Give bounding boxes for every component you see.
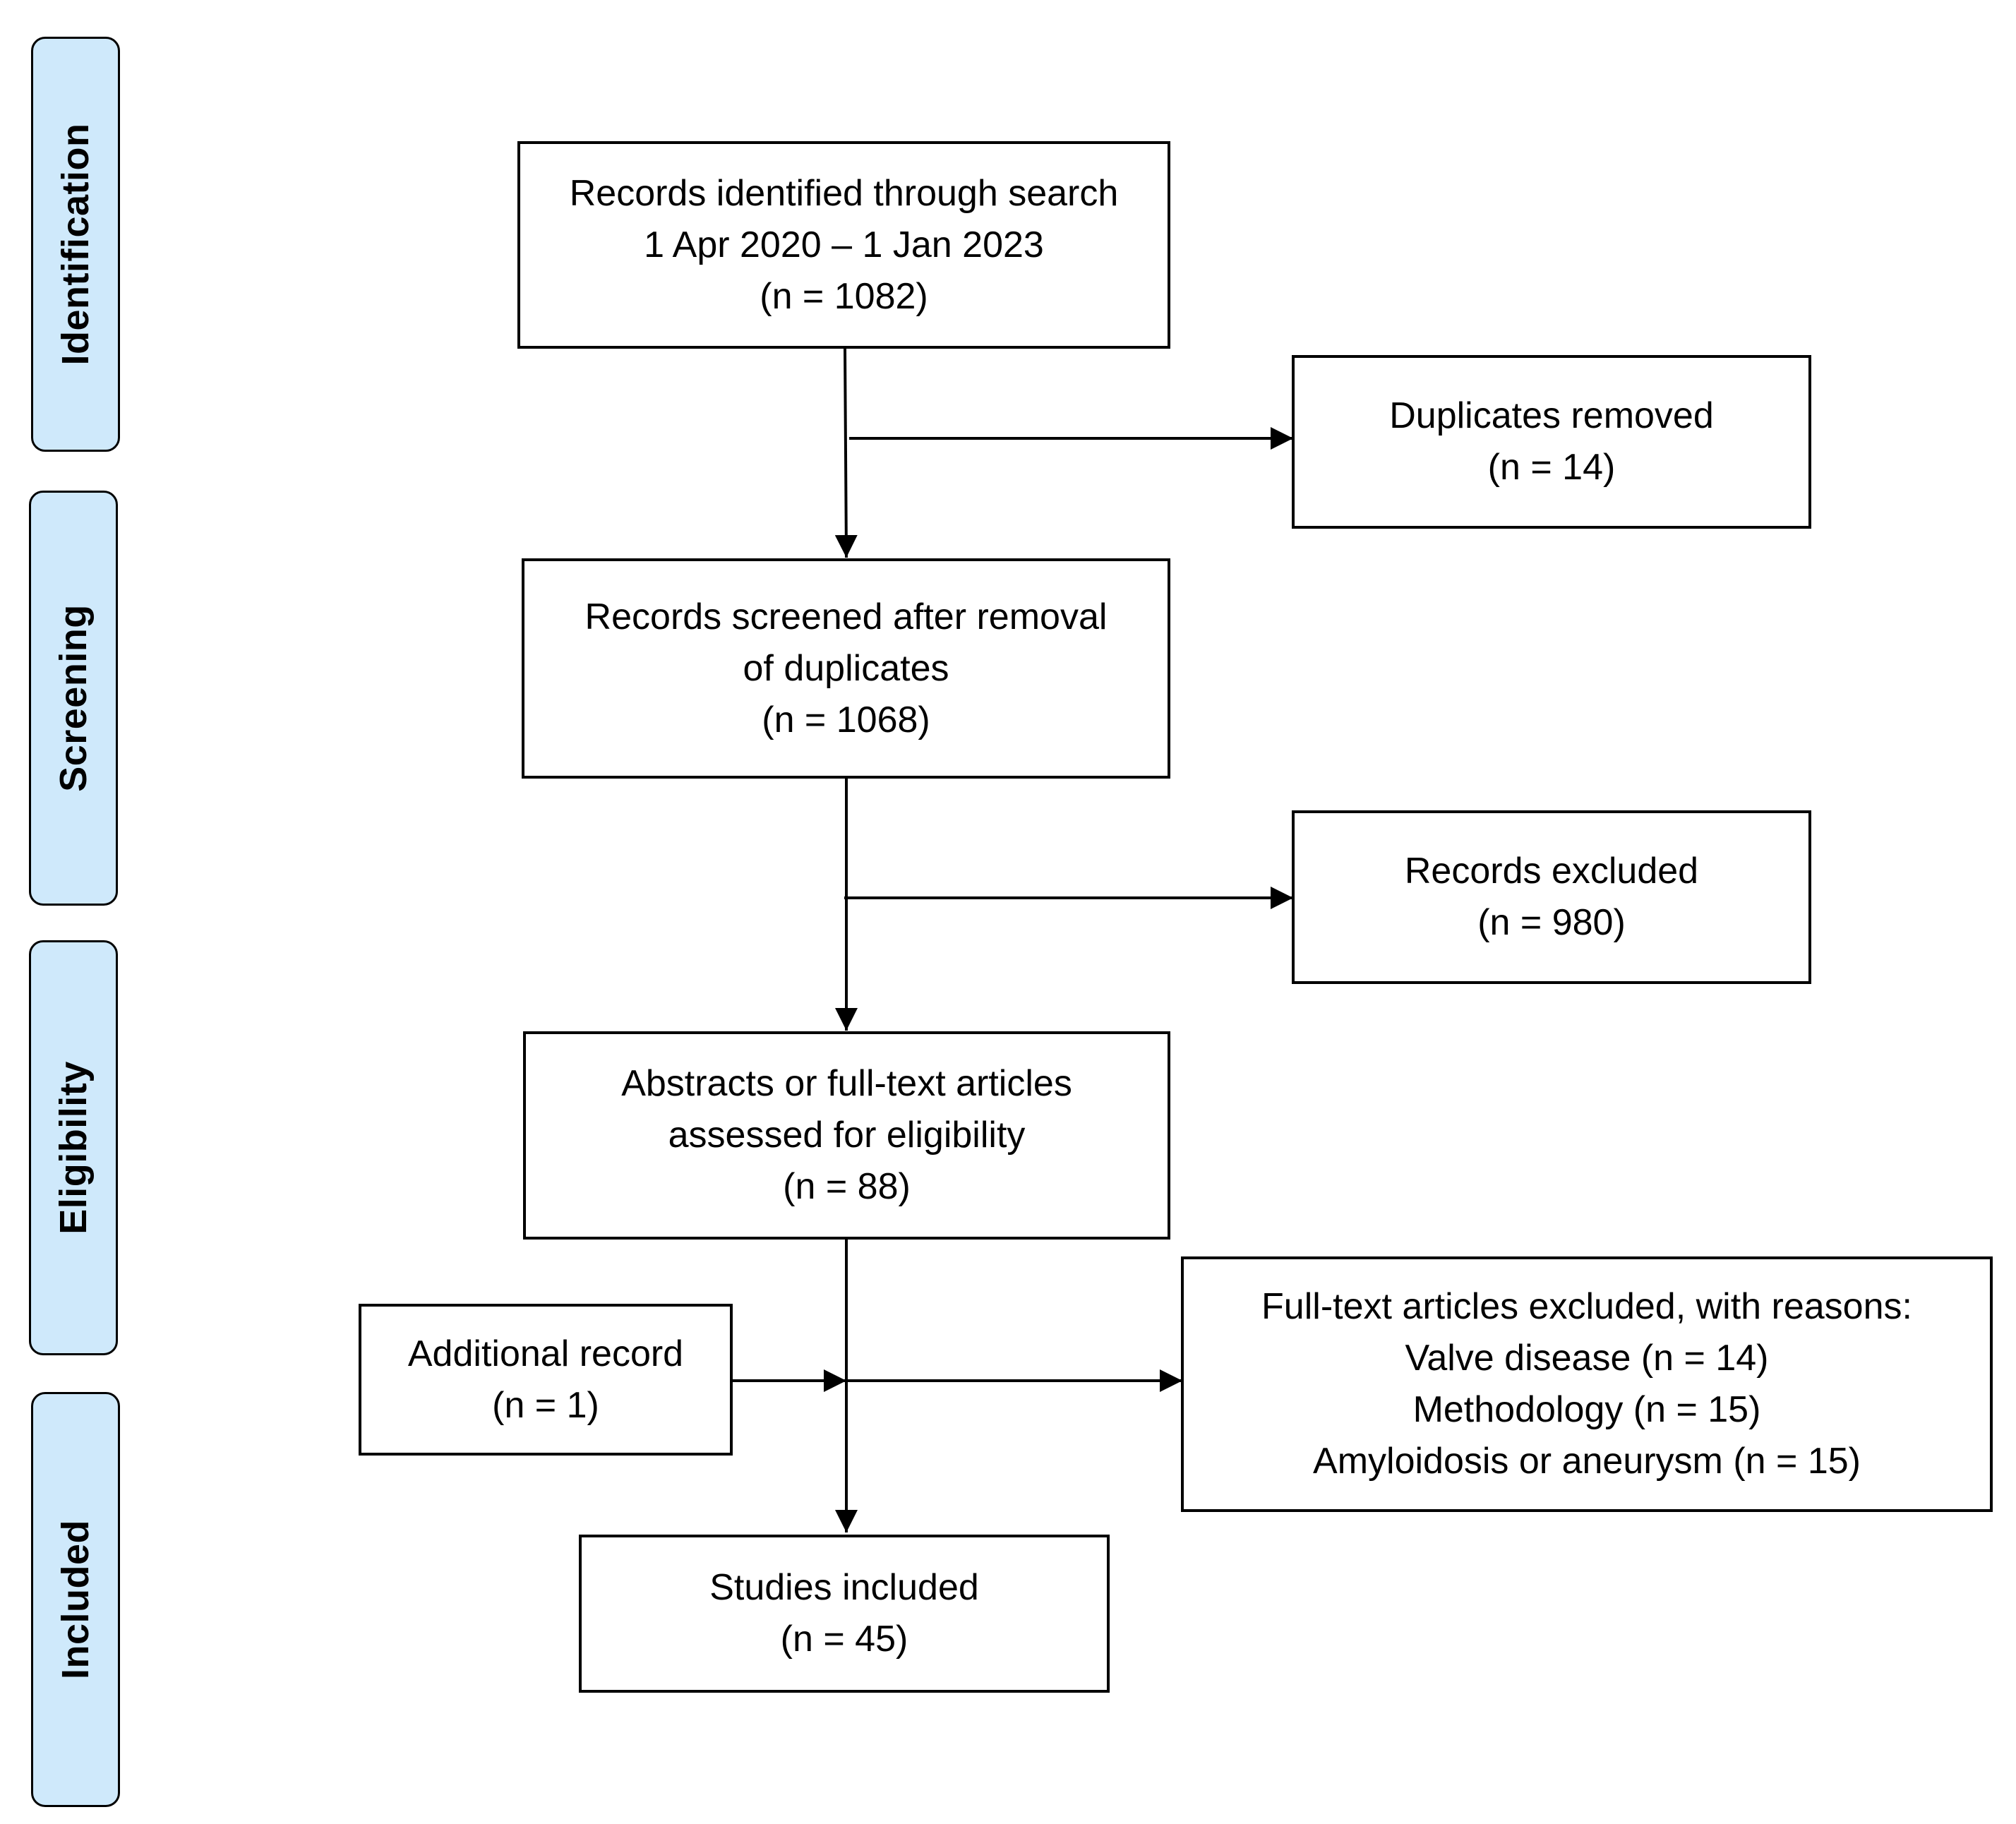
records-excluded-count: (n = 980) bbox=[1477, 902, 1626, 943]
records-screened-count: (n = 1068) bbox=[762, 699, 930, 740]
studies-included-text: Studies included bbox=[709, 1567, 979, 1608]
box-records-screened: Records screened after removal of duplic… bbox=[522, 558, 1170, 779]
records-screened-text: Records screened after removal bbox=[584, 596, 1108, 637]
box-additional-record: Additional record (n = 1) bbox=[359, 1304, 733, 1456]
box-fulltext-excluded: Full-text articles excluded, with reason… bbox=[1181, 1256, 1993, 1512]
phase-screening: Screening bbox=[29, 491, 118, 906]
box-eligibility-assessed: Abstracts or full-text articles assessed… bbox=[523, 1031, 1170, 1240]
reason-methodology: Methodology (n = 15) bbox=[1412, 1389, 1761, 1430]
arrow-identified-to-screened bbox=[834, 347, 858, 558]
box-records-excluded: Records excluded (n = 980) bbox=[1292, 810, 1811, 984]
box-studies-included: Studies included (n = 45) bbox=[579, 1535, 1110, 1693]
box-records-identified: Records identified through search 1 Apr … bbox=[517, 141, 1170, 349]
duplicates-removed-count: (n = 14) bbox=[1487, 447, 1616, 488]
eligibility-text-2: assessed for eligibility bbox=[668, 1115, 1026, 1156]
reason-valve-disease: Valve disease (n = 14) bbox=[1405, 1338, 1769, 1379]
date-range-text: 1 Apr 2020 – 1 Jan 2023 bbox=[644, 224, 1044, 265]
phase-included: Included bbox=[31, 1392, 120, 1807]
records-excluded-text: Records excluded bbox=[1404, 851, 1699, 892]
additional-record-count: (n = 1) bbox=[492, 1384, 599, 1426]
records-screened-text-2: of duplicates bbox=[743, 647, 949, 689]
eligibility-text: Abstracts or full-text articles bbox=[621, 1063, 1072, 1104]
records-identified-text: Records identified through search bbox=[569, 172, 1119, 214]
phase-eligibility: Eligibility bbox=[29, 940, 118, 1355]
box-duplicates-removed: Duplicates removed (n = 14) bbox=[1292, 355, 1811, 529]
eligibility-count: (n = 88) bbox=[783, 1166, 911, 1207]
additional-record-text: Additional record bbox=[407, 1333, 684, 1374]
records-identified-count: (n = 1082) bbox=[760, 275, 928, 317]
fulltext-excluded-heading: Full-text articles excluded, with reason… bbox=[1261, 1286, 1912, 1327]
studies-included-count: (n = 45) bbox=[780, 1619, 908, 1660]
reason-amyloidosis-aneurysm: Amyloidosis or aneurysm (n = 15) bbox=[1313, 1441, 1861, 1482]
phase-identification: Identification bbox=[31, 37, 120, 452]
duplicates-removed-text: Duplicates removed bbox=[1389, 395, 1714, 436]
